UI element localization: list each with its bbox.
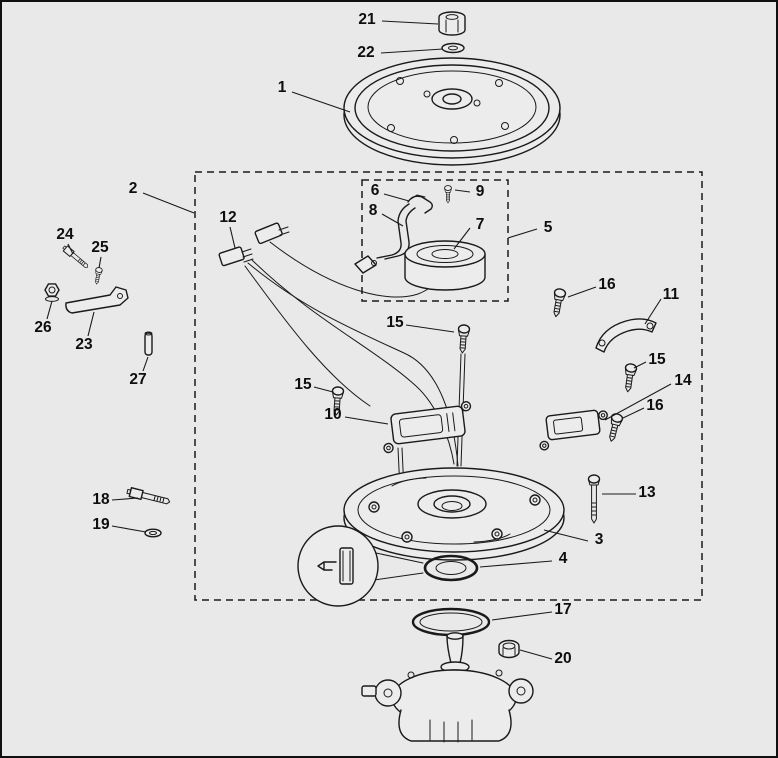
callout-1-22: 22	[357, 44, 374, 61]
bolt-part-13	[587, 474, 601, 524]
seal-detail-inset	[297, 525, 424, 607]
nut-part-20	[498, 639, 520, 659]
leader-line-16-15	[405, 324, 455, 333]
callout-6-8: 8	[369, 202, 378, 219]
leader-line-25-19	[111, 525, 147, 533]
leader-line-12-16	[567, 286, 597, 298]
crankcase-assembly	[361, 632, 534, 743]
callout-13-11: 11	[663, 286, 680, 303]
oil-seal-part-4	[423, 554, 479, 582]
leader-line-28-17	[491, 611, 553, 621]
leader-line-3-2	[142, 192, 195, 214]
washer-part-22	[441, 42, 465, 54]
flywheel-part-1	[343, 57, 561, 166]
leader-line-2-1	[291, 91, 351, 113]
callout-26-3: 3	[595, 531, 604, 548]
leader-line-15-23	[87, 311, 95, 337]
screw-part-16-top	[549, 287, 567, 319]
assembly-boundary-box-2	[194, 171, 703, 601]
coil-boundary-box-5	[361, 179, 509, 302]
screw-part-25	[92, 266, 104, 286]
callout-11-25: 25	[91, 239, 109, 256]
callout-5-9: 9	[476, 183, 485, 200]
leader-line-9-12	[229, 226, 236, 249]
leader-line-20-15	[313, 386, 334, 393]
callout-28-17: 17	[554, 601, 571, 618]
leader-line-18-15	[633, 361, 647, 369]
callout-2-1: 1	[278, 79, 287, 96]
callout-10-24: 24	[56, 226, 74, 243]
charge-coil-part-7	[404, 240, 486, 291]
leader-line-23-18	[111, 497, 139, 501]
leader-line-1-22	[380, 48, 444, 54]
callout-8-5: 5	[544, 219, 553, 236]
leader-line-21-16	[622, 407, 645, 419]
leader-line-6-8	[381, 213, 404, 227]
callout-19-14: 14	[674, 372, 692, 389]
stator-base-plate-part-3	[343, 467, 565, 561]
callout-17-27: 27	[129, 371, 146, 388]
callout-4-6: 6	[371, 182, 380, 199]
leader-line-7-7	[453, 227, 471, 250]
leader-line-13-11	[644, 298, 662, 325]
callout-14-26: 26	[34, 319, 52, 336]
leader-line-14-26	[46, 300, 53, 320]
mounting-bracket-part-8	[354, 203, 416, 274]
bracket-part-14	[539, 409, 608, 451]
callout-7-7: 7	[476, 216, 485, 233]
leader-line-26-3	[543, 529, 589, 542]
callout-0-21: 21	[358, 11, 376, 28]
nut-part-21	[438, 11, 466, 36]
bolt-part-24	[61, 244, 91, 271]
nut-part-26	[44, 283, 60, 302]
ignition-coil-part-10	[383, 401, 472, 454]
callout-22-10: 10	[324, 406, 341, 423]
callout-9-12: 12	[219, 209, 236, 226]
strap-part-11	[595, 318, 657, 353]
leader-line-8-5	[507, 228, 538, 239]
callout-18-15: 15	[648, 351, 666, 368]
leader-line-22-10	[344, 416, 389, 425]
leader-line-29-20	[519, 649, 553, 660]
callout-3-2: 2	[129, 180, 138, 197]
callout-16-15: 15	[386, 314, 404, 331]
callout-27-4: 4	[559, 550, 568, 567]
callout-12-16: 16	[598, 276, 616, 293]
leader-line-19-14	[604, 383, 672, 421]
callout-24-13: 13	[638, 484, 656, 501]
screw-part-15-mid	[456, 323, 471, 355]
leader-line-4-6	[383, 193, 410, 202]
washer-part-19	[144, 528, 162, 538]
lever-bracket-part-23	[65, 286, 129, 314]
callout-25-19: 19	[92, 516, 110, 533]
leader-line-5-9	[454, 189, 471, 193]
callout-21-16: 16	[646, 397, 664, 414]
leader-line-27-4	[479, 560, 553, 568]
callout-23-18: 18	[92, 491, 110, 508]
callout-20-15: 15	[294, 376, 312, 393]
screw-part-16-right	[605, 412, 625, 444]
screw-part-9	[444, 185, 452, 204]
pin-part-27	[144, 331, 153, 356]
callout-15-23: 23	[75, 336, 93, 353]
leader-line-0-21	[381, 20, 439, 25]
leader-line-17-27	[142, 356, 149, 372]
callout-29-20: 20	[554, 650, 571, 667]
leader-line-10-24	[67, 243, 74, 255]
wire-clamp-part-6	[407, 194, 433, 214]
bolt-part-18	[125, 486, 172, 507]
o-ring-part-17	[411, 607, 491, 637]
leader-line-11-25	[98, 256, 102, 269]
